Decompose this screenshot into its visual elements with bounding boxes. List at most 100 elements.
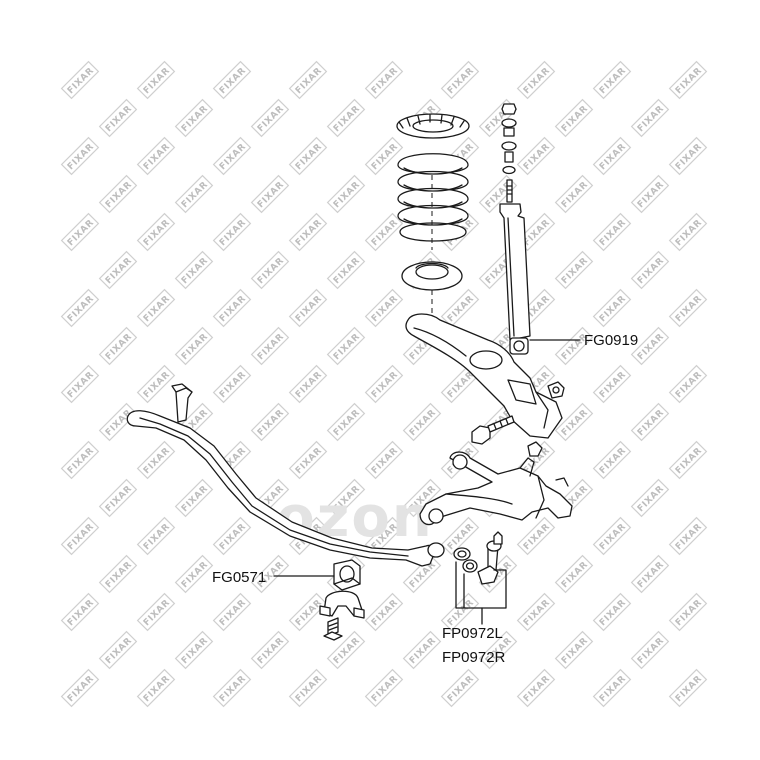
shock-absorber xyxy=(499,103,531,355)
fixar-watermark-tile: FIXAR xyxy=(136,668,176,708)
fixar-watermark-tile: FIXAR xyxy=(288,668,328,708)
bushing-bracket xyxy=(319,590,365,619)
fixar-watermark-tile: FIXAR xyxy=(98,98,138,138)
fixar-watermark-text: FIXAR xyxy=(332,408,362,438)
fixar-watermark-text: FIXAR xyxy=(142,674,172,704)
fixar-watermark-text: FIXAR xyxy=(256,332,286,362)
stabilizer-bushing xyxy=(333,559,361,591)
fixar-watermark-tile: FIXAR xyxy=(440,60,480,100)
fixar-watermark-text: FIXAR xyxy=(218,66,248,96)
fixar-watermark-tile: FIXAR xyxy=(136,592,176,632)
lower-spring-seat xyxy=(401,261,463,291)
fixar-watermark-tile: FIXAR xyxy=(592,364,632,404)
fixar-watermark-text: FIXAR xyxy=(180,104,210,134)
fixar-watermark-text: FIXAR xyxy=(104,332,134,362)
fixar-watermark-tile: FIXAR xyxy=(212,212,252,252)
fixar-watermark-tile: FIXAR xyxy=(250,326,290,366)
fixar-watermark-text: FIXAR xyxy=(142,598,172,628)
fixar-watermark-text: FIXAR xyxy=(294,674,324,704)
fixar-watermark-tile: FIXAR xyxy=(440,288,480,328)
fixar-watermark-tile: FIXAR xyxy=(592,288,632,328)
fixar-watermark-tile: FIXAR xyxy=(174,554,214,594)
fixar-watermark-text: FIXAR xyxy=(104,180,134,210)
fixar-watermark-text: FIXAR xyxy=(66,446,96,476)
fixar-watermark-text: FIXAR xyxy=(66,522,96,552)
fixar-watermark-text: FIXAR xyxy=(256,256,286,286)
fixar-watermark-text: FIXAR xyxy=(446,598,476,628)
fixar-watermark-tile: FIXAR xyxy=(326,402,366,442)
fixar-watermark-tile: FIXAR xyxy=(630,554,670,594)
fixar-watermark-tile: FIXAR xyxy=(364,440,404,480)
fixar-watermark-tile: FIXAR xyxy=(212,136,252,176)
fixar-watermark-tile: FIXAR xyxy=(212,288,252,328)
fixar-watermark-tile: FIXAR xyxy=(516,668,556,708)
fixar-watermark-tile: FIXAR xyxy=(98,630,138,670)
label-fg0919: FG0919 xyxy=(584,332,638,349)
fixar-watermark-text: FIXAR xyxy=(332,636,362,666)
fixar-watermark-text: FIXAR xyxy=(636,408,666,438)
fixar-watermark-tile: FIXAR xyxy=(516,60,556,100)
fixar-watermark-tile: FIXAR xyxy=(60,668,100,708)
fixar-watermark-text: FIXAR xyxy=(522,66,552,96)
fixar-watermark-text: FIXAR xyxy=(598,218,628,248)
fixar-watermark-tile: FIXAR xyxy=(98,554,138,594)
fixar-watermark-tile: FIXAR xyxy=(212,60,252,100)
stabilizer-bar xyxy=(126,383,445,567)
fixar-watermark-tile: FIXAR xyxy=(250,250,290,290)
fixar-watermark-text: FIXAR xyxy=(522,674,552,704)
fixar-watermark-tile: FIXAR xyxy=(136,136,176,176)
fixar-watermark-tile: FIXAR xyxy=(592,212,632,252)
fixar-watermark-tile: FIXAR xyxy=(440,668,480,708)
fixar-watermark-tile: FIXAR xyxy=(60,516,100,556)
fixar-watermark-tile: FIXAR xyxy=(630,98,670,138)
fixar-watermark-tile: FIXAR xyxy=(250,98,290,138)
fixar-watermark-tile: FIXAR xyxy=(668,136,708,176)
fixar-watermark-text: FIXAR xyxy=(522,142,552,172)
fixar-watermark-text: FIXAR xyxy=(218,598,248,628)
fixar-watermark-tile: FIXAR xyxy=(174,630,214,670)
fixar-watermark-tile: FIXAR xyxy=(554,630,594,670)
fixar-watermark-tile: FIXAR xyxy=(174,326,214,366)
fixar-watermark-tile: FIXAR xyxy=(592,136,632,176)
fixar-watermark-text: FIXAR xyxy=(104,636,134,666)
fixar-watermark-tile: FIXAR xyxy=(60,364,100,404)
fixar-watermark-text: FIXAR xyxy=(674,674,704,704)
fixar-watermark-text: FIXAR xyxy=(142,218,172,248)
fixar-watermark-text: FIXAR xyxy=(256,408,286,438)
fixar-watermark-text: FIXAR xyxy=(294,446,324,476)
fixar-watermark-text: FIXAR xyxy=(180,636,210,666)
fixar-watermark-text: FIXAR xyxy=(180,332,210,362)
fixar-watermark-text: FIXAR xyxy=(370,674,400,704)
shock-body xyxy=(499,203,531,341)
fixar-watermark-text: FIXAR xyxy=(104,256,134,286)
fixar-watermark-tile: FIXAR xyxy=(630,630,670,670)
fixar-watermark-text: FIXAR xyxy=(560,104,590,134)
fixar-watermark-tile: FIXAR xyxy=(516,516,556,556)
fixar-watermark-tile: FIXAR xyxy=(554,174,594,214)
fixar-watermark-text: FIXAR xyxy=(294,218,324,248)
trailing-arm xyxy=(405,313,565,445)
fixar-watermark-tile: FIXAR xyxy=(554,554,594,594)
fixar-watermark-text: FIXAR xyxy=(636,332,666,362)
fixar-watermark-text: FIXAR xyxy=(180,256,210,286)
fixar-watermark-text: FIXAR xyxy=(256,636,286,666)
fixar-watermark-tile: FIXAR xyxy=(668,288,708,328)
fixar-watermark-tile: FIXAR xyxy=(288,60,328,100)
fixar-watermark-text: FIXAR xyxy=(66,294,96,324)
fixar-watermark-text: FIXAR xyxy=(142,66,172,96)
fixar-watermark-tile: FIXAR xyxy=(630,250,670,290)
fixar-watermark-tile: FIXAR xyxy=(60,288,100,328)
fixar-watermark-text: FIXAR xyxy=(598,294,628,324)
fixar-watermark-text: FIXAR xyxy=(180,180,210,210)
fixar-watermark-tile: FIXAR xyxy=(288,212,328,252)
fixar-watermark-tile: FIXAR xyxy=(98,250,138,290)
fixar-watermark-tile: FIXAR xyxy=(60,592,100,632)
fixar-watermark-tile: FIXAR xyxy=(364,136,404,176)
fixar-watermark-text: FIXAR xyxy=(256,104,286,134)
fixar-watermark-tile: FIXAR xyxy=(668,212,708,252)
fixar-watermark-tile: FIXAR xyxy=(326,326,366,366)
fixar-watermark-tile: FIXAR xyxy=(630,174,670,214)
fixar-watermark-text: FIXAR xyxy=(66,142,96,172)
fixar-watermark-text: FIXAR xyxy=(142,370,172,400)
fixar-watermark-text: FIXAR xyxy=(636,104,666,134)
